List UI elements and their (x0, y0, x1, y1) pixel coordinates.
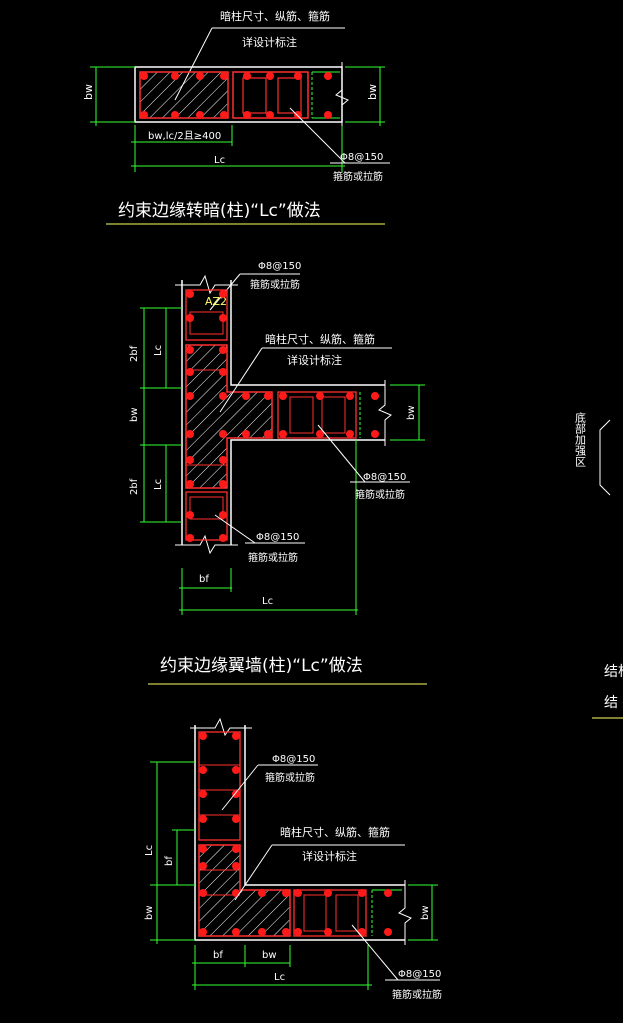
d2-dim-bw: bw (129, 407, 140, 422)
detail-3: Φ8@150 箍筋或拉筋 暗柱尺寸、纵筋、箍筋 详设计标注 Lc bf bw (144, 717, 442, 1001)
d3-stirrup-top: Φ8@150 (272, 754, 315, 765)
d3-hatch-zone (198, 844, 291, 937)
side-text-1: 结构 (604, 664, 623, 680)
d1-callout-line1: 暗柱尺寸、纵筋、箍筋 (220, 9, 330, 23)
d2-stirrup-top-note: 箍筋或拉筋 (250, 278, 300, 291)
d1-dim-bw-right: bw (366, 84, 379, 100)
side-partial: 底部加强区 结构 结 (574, 411, 623, 719)
d3-stirrup-bot-note: 箍筋或拉筋 (392, 988, 442, 1001)
d3-dim-bw-bottom: bw (262, 950, 277, 961)
d2-dim-2bf-bot: 2bf (129, 478, 140, 495)
d2-dim-lc: Lc (262, 596, 273, 607)
d2-title: 约束边缘翼墙(柱)“Lc”做法 (160, 656, 363, 676)
d3-callout-line2: 详设计标注 (302, 849, 357, 863)
d3-stirrup-top-note: 箍筋或拉筋 (265, 771, 315, 784)
d3-callout-line1: 暗柱尺寸、纵筋、箍筋 (280, 825, 390, 839)
side-vertical-text: 底部加强区 (574, 411, 587, 467)
d1-stirrup-note: 箍筋或拉筋 (333, 170, 383, 183)
d2-dim-lc-top: Lc (153, 345, 164, 356)
d2-tag: AZ2 (205, 295, 227, 308)
d1-dim-bw-left: bw (82, 84, 95, 100)
d2-callout-line2: 详设计标注 (287, 353, 342, 367)
d2-hatch-zone (185, 344, 273, 489)
d2-dim-bw-right: bw (406, 405, 417, 420)
d2-stirrup-bot: Φ8@150 (256, 532, 299, 543)
d1-dim-lc: Lc (214, 155, 225, 166)
d3-stirrup-bot: Φ8@150 (398, 969, 441, 980)
d3-dim-bf-bottom: bf (213, 950, 223, 961)
d1-hatch-zone (139, 71, 229, 119)
d3-dim-bw-right: bw (420, 905, 431, 920)
d2-stirrup-bot-note: 箍筋或拉筋 (248, 551, 298, 564)
d1-dim-sub: bw,lc/2且≥400 (148, 130, 221, 142)
d2-rebar-dots (186, 290, 379, 542)
d2-dim-lc-bot: Lc (153, 479, 164, 490)
d3-dim-bw: bw (144, 905, 155, 920)
d2-stirrup-top: Φ8@150 (258, 261, 301, 272)
detail-1: 暗柱尺寸、纵筋、箍筋 详设计标注 bw bw (82, 9, 390, 225)
d2-dim-2bf-top: 2bf (129, 345, 140, 362)
d2-callout-line1: 暗柱尺寸、纵筋、箍筋 (265, 332, 375, 346)
d1-callout-line2: 详设计标注 (242, 35, 297, 49)
detail-2: Φ8@150 箍筋或拉筋 AZ2 (129, 261, 427, 685)
side-text-2: 结 (604, 695, 618, 711)
d3-dim-lc: Lc (144, 845, 155, 856)
d1-rebar-dots (140, 72, 332, 119)
d2-dim-bf: bf (199, 574, 209, 585)
d1-title: 约束边缘转暗(柱)“Lc”做法 (118, 201, 321, 221)
d3-dim-lc-bottom: Lc (274, 972, 285, 983)
d1-stirrup-spec: Φ8@150 (340, 152, 383, 163)
d2-stirrup-mid: Φ8@150 (363, 472, 406, 483)
d2-stirrup-mid-note: 箍筋或拉筋 (355, 488, 405, 501)
d3-dim-bf: bf (164, 856, 175, 866)
d1-wall-outline (134, 66, 343, 123)
